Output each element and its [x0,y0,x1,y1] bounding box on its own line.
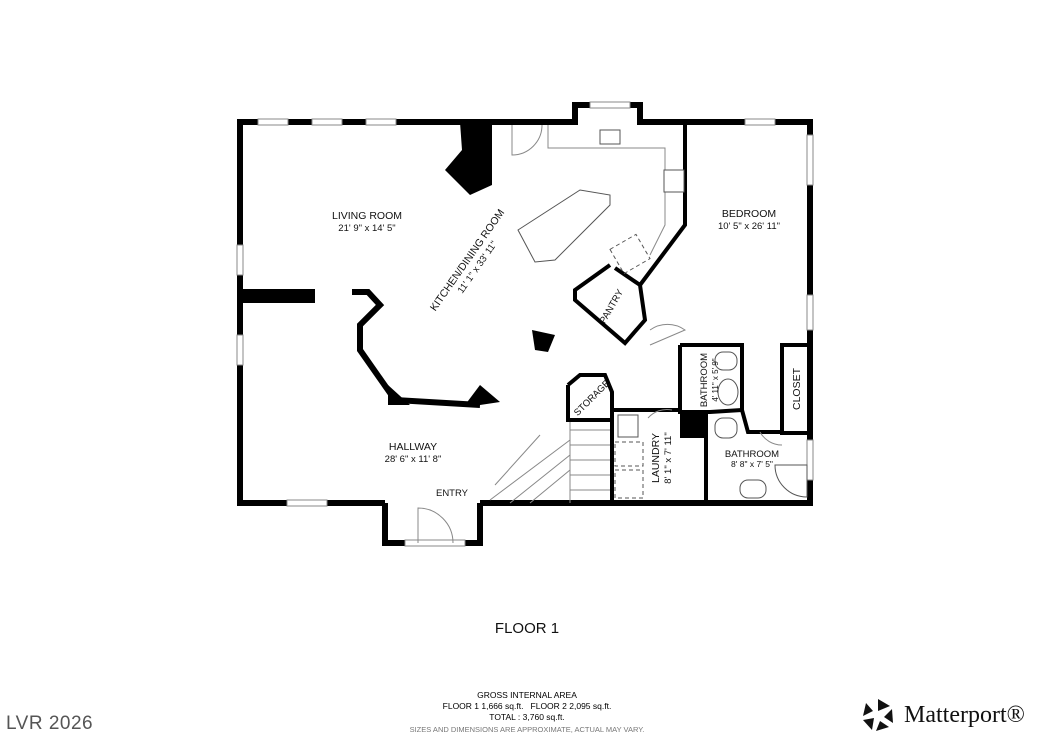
room-name-entry: ENTRY [436,488,469,499]
matterport-logo-icon [863,699,893,731]
room-name-kitchen: KITCHEN/DINING ROOM [428,207,507,313]
room-name-closet: CLOSET [791,367,803,410]
room-name-bathroom-2: BATHROOM [725,449,779,460]
area-heading: GROSS INTERNAL AREA [477,690,577,700]
room-dims-bedroom: 10' 5" x 26' 11" [718,221,780,232]
area-floors: FLOOR 1 1,666 sq.ft. FLOOR 2 2,095 sq.ft… [442,701,612,711]
room-name-laundry: LAUNDRY [650,433,662,483]
watermark: LVR 2026 [6,713,94,734]
room-name-hallway: HALLWAY [389,441,437,453]
room-name-bedroom: BEDROOM [722,208,776,220]
brand-logo: Matterport® [860,697,1025,733]
windows [236,101,814,547]
room-name-bathroom-1: BATHROOM [699,353,710,407]
brand-name: Matterport® [904,701,1025,728]
interior-walls [240,122,812,503]
doors [417,124,783,544]
room-dims-living-room: 21' 9" x 14' 5" [338,223,395,234]
outer-walls [237,102,813,546]
floor-title: FLOOR 1 [494,620,560,637]
area-disclaimer: SIZES AND DIMENSIONS ARE APPROXIMATE, AC… [409,725,645,734]
room-name-storage: STORAGE [572,378,613,419]
room-name-living-room: LIVING ROOM [332,210,402,222]
room-dims-laundry: 8' 1" x 7' 11" [663,432,674,483]
room-dims-hallway: 28' 6" x 11' 8" [385,454,442,465]
area-total: TOTAL : 3,760 sq.ft. [489,712,565,722]
room-dims-bathroom-2: 8' 8" x 7' 5" [731,459,773,469]
room-dims-bathroom-1: 4' 11" x 5' 9" [711,358,720,401]
room-name-pantry: PANTRY [598,287,627,326]
stairs [489,422,610,504]
fixtures [489,125,808,504]
